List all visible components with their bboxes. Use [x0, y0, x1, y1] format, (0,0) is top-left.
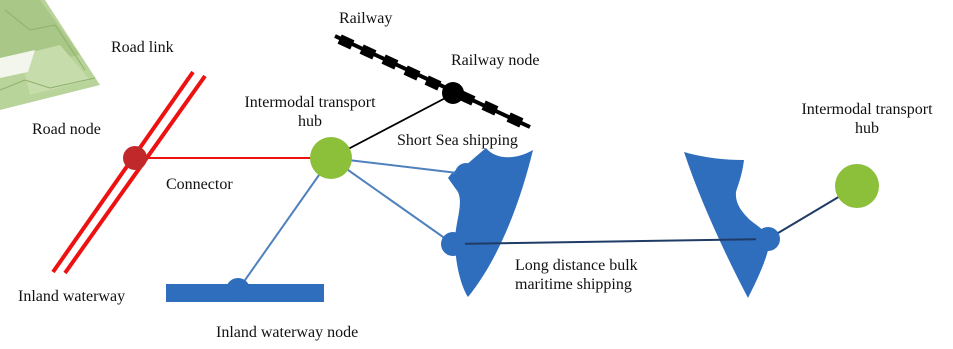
inland-waterway-label: Inland waterway	[18, 288, 126, 305]
hub-left-label: Intermodal transport hub	[224, 93, 396, 131]
road-node	[123, 146, 147, 170]
map-fragment	[0, 0, 100, 110]
left-coast-shape	[448, 148, 533, 297]
railway-label: Railway	[339, 10, 393, 27]
inland-waterway-node	[226, 278, 250, 302]
hub-right-label-line1: Intermodal transport	[801, 101, 933, 118]
connector-label: Connector	[166, 176, 233, 193]
long-distance-shipping-label: Long distance bulk maritime shipping	[515, 256, 638, 294]
long-distance-label-line2: maritime shipping	[515, 276, 632, 293]
long-distance-label-line1: Long distance bulk	[515, 257, 638, 274]
left-port-node	[441, 232, 465, 256]
railway-track	[334, 34, 531, 129]
right-coast-shape	[684, 152, 770, 298]
inland-waterway-node-label: Inland waterway node	[216, 324, 359, 341]
right-port-node	[756, 227, 780, 251]
intermodal-hub-right	[835, 164, 879, 208]
road-link-label: Road link	[111, 39, 174, 56]
railway-node-label: Railway node	[451, 52, 540, 69]
intermodal-hub-left	[310, 137, 352, 179]
hub-left-label-line2: hub	[298, 113, 322, 130]
short-sea-port-node	[455, 163, 477, 185]
hub-right-label-line2: hub	[855, 120, 879, 137]
railway-node	[442, 82, 464, 104]
hub-left-label-line1: Intermodal transport	[244, 94, 376, 111]
road-node-label: Road node	[32, 121, 101, 138]
hub-right-label: Intermodal transport hub	[782, 100, 952, 138]
road-link	[51, 70, 207, 275]
short-sea-shipping-label: Short Sea shipping	[397, 132, 518, 149]
